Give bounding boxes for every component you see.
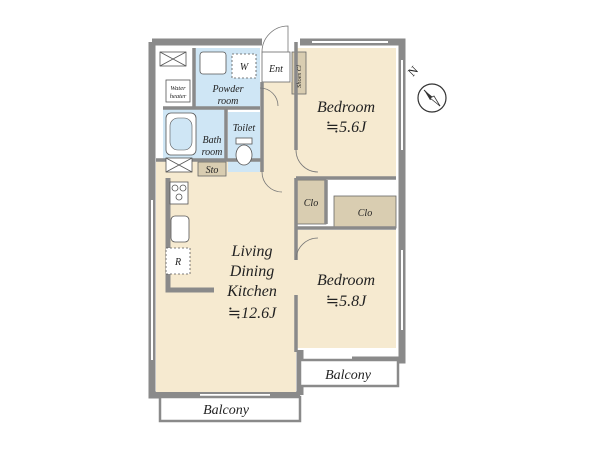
storage-label: Sto <box>206 165 219 176</box>
toilet-label: Toilet <box>233 123 256 134</box>
burner-3 <box>175 193 183 201</box>
entrance-label: Ent <box>268 64 283 75</box>
bedroom-upper-floor <box>296 48 396 178</box>
ldk-line1: Living <box>231 243 273 260</box>
washer-box <box>231 53 257 79</box>
ldk-line2: Dining <box>229 263 274 280</box>
bath-room-line1: Bath <box>203 135 222 146</box>
doors <box>259 25 319 261</box>
bedroom-lower-area: ≒5.8J <box>326 293 367 310</box>
fridge-label: R <box>174 257 181 268</box>
kitchen-sink <box>170 215 190 243</box>
bedroom-upper-area: ≒5.6J <box>326 119 367 136</box>
washbasin <box>199 51 227 75</box>
washer-label: W <box>240 62 250 73</box>
closet-right-label: Clo <box>358 208 372 219</box>
closet-right-floor <box>333 195 397 229</box>
powder-room-line2: room <box>218 96 239 107</box>
outer-walls <box>148 38 406 399</box>
compass <box>417 83 447 113</box>
fridge-box <box>165 247 191 275</box>
toilet-bowl <box>235 144 253 166</box>
burner-2 <box>179 184 187 192</box>
bedroom-lower-name: Bedroom <box>317 272 375 289</box>
toilet-tank <box>235 137 253 145</box>
water-heater-box <box>165 79 191 103</box>
stove <box>169 181 189 205</box>
water-heater-line1: Water <box>170 85 186 92</box>
ldk-area: ≒12.6J <box>228 305 277 322</box>
balcony-right <box>298 358 400 388</box>
balcony-lower <box>158 395 302 423</box>
entrance-floor <box>261 51 291 83</box>
windows <box>151 41 403 396</box>
closet-left-label: Clo <box>304 198 318 209</box>
burner-1 <box>171 184 179 192</box>
kitchen-counter <box>165 178 214 293</box>
bedroom-upper-name: Bedroom <box>317 99 375 116</box>
ldk-line3: Kitchen <box>226 283 277 300</box>
top-vent-cross <box>159 51 187 67</box>
hall-floor <box>262 82 296 182</box>
interior-walls <box>156 42 396 352</box>
storage-floor <box>197 161 227 177</box>
powder-room-line1: Powder <box>211 84 243 95</box>
bedroom-lower-floor <box>296 230 396 348</box>
vent-cross <box>165 157 193 173</box>
balcony-lower-label: Balcony <box>203 403 250 418</box>
water-heater-line2: heater <box>170 93 187 100</box>
bathtub-inner <box>169 117 193 151</box>
balcony-right-label: Balcony <box>325 368 372 383</box>
bath-room-line2: room <box>202 147 223 158</box>
compass-north-label: N <box>405 63 421 79</box>
shoes-closet-label: Shoes Cl <box>296 65 303 88</box>
